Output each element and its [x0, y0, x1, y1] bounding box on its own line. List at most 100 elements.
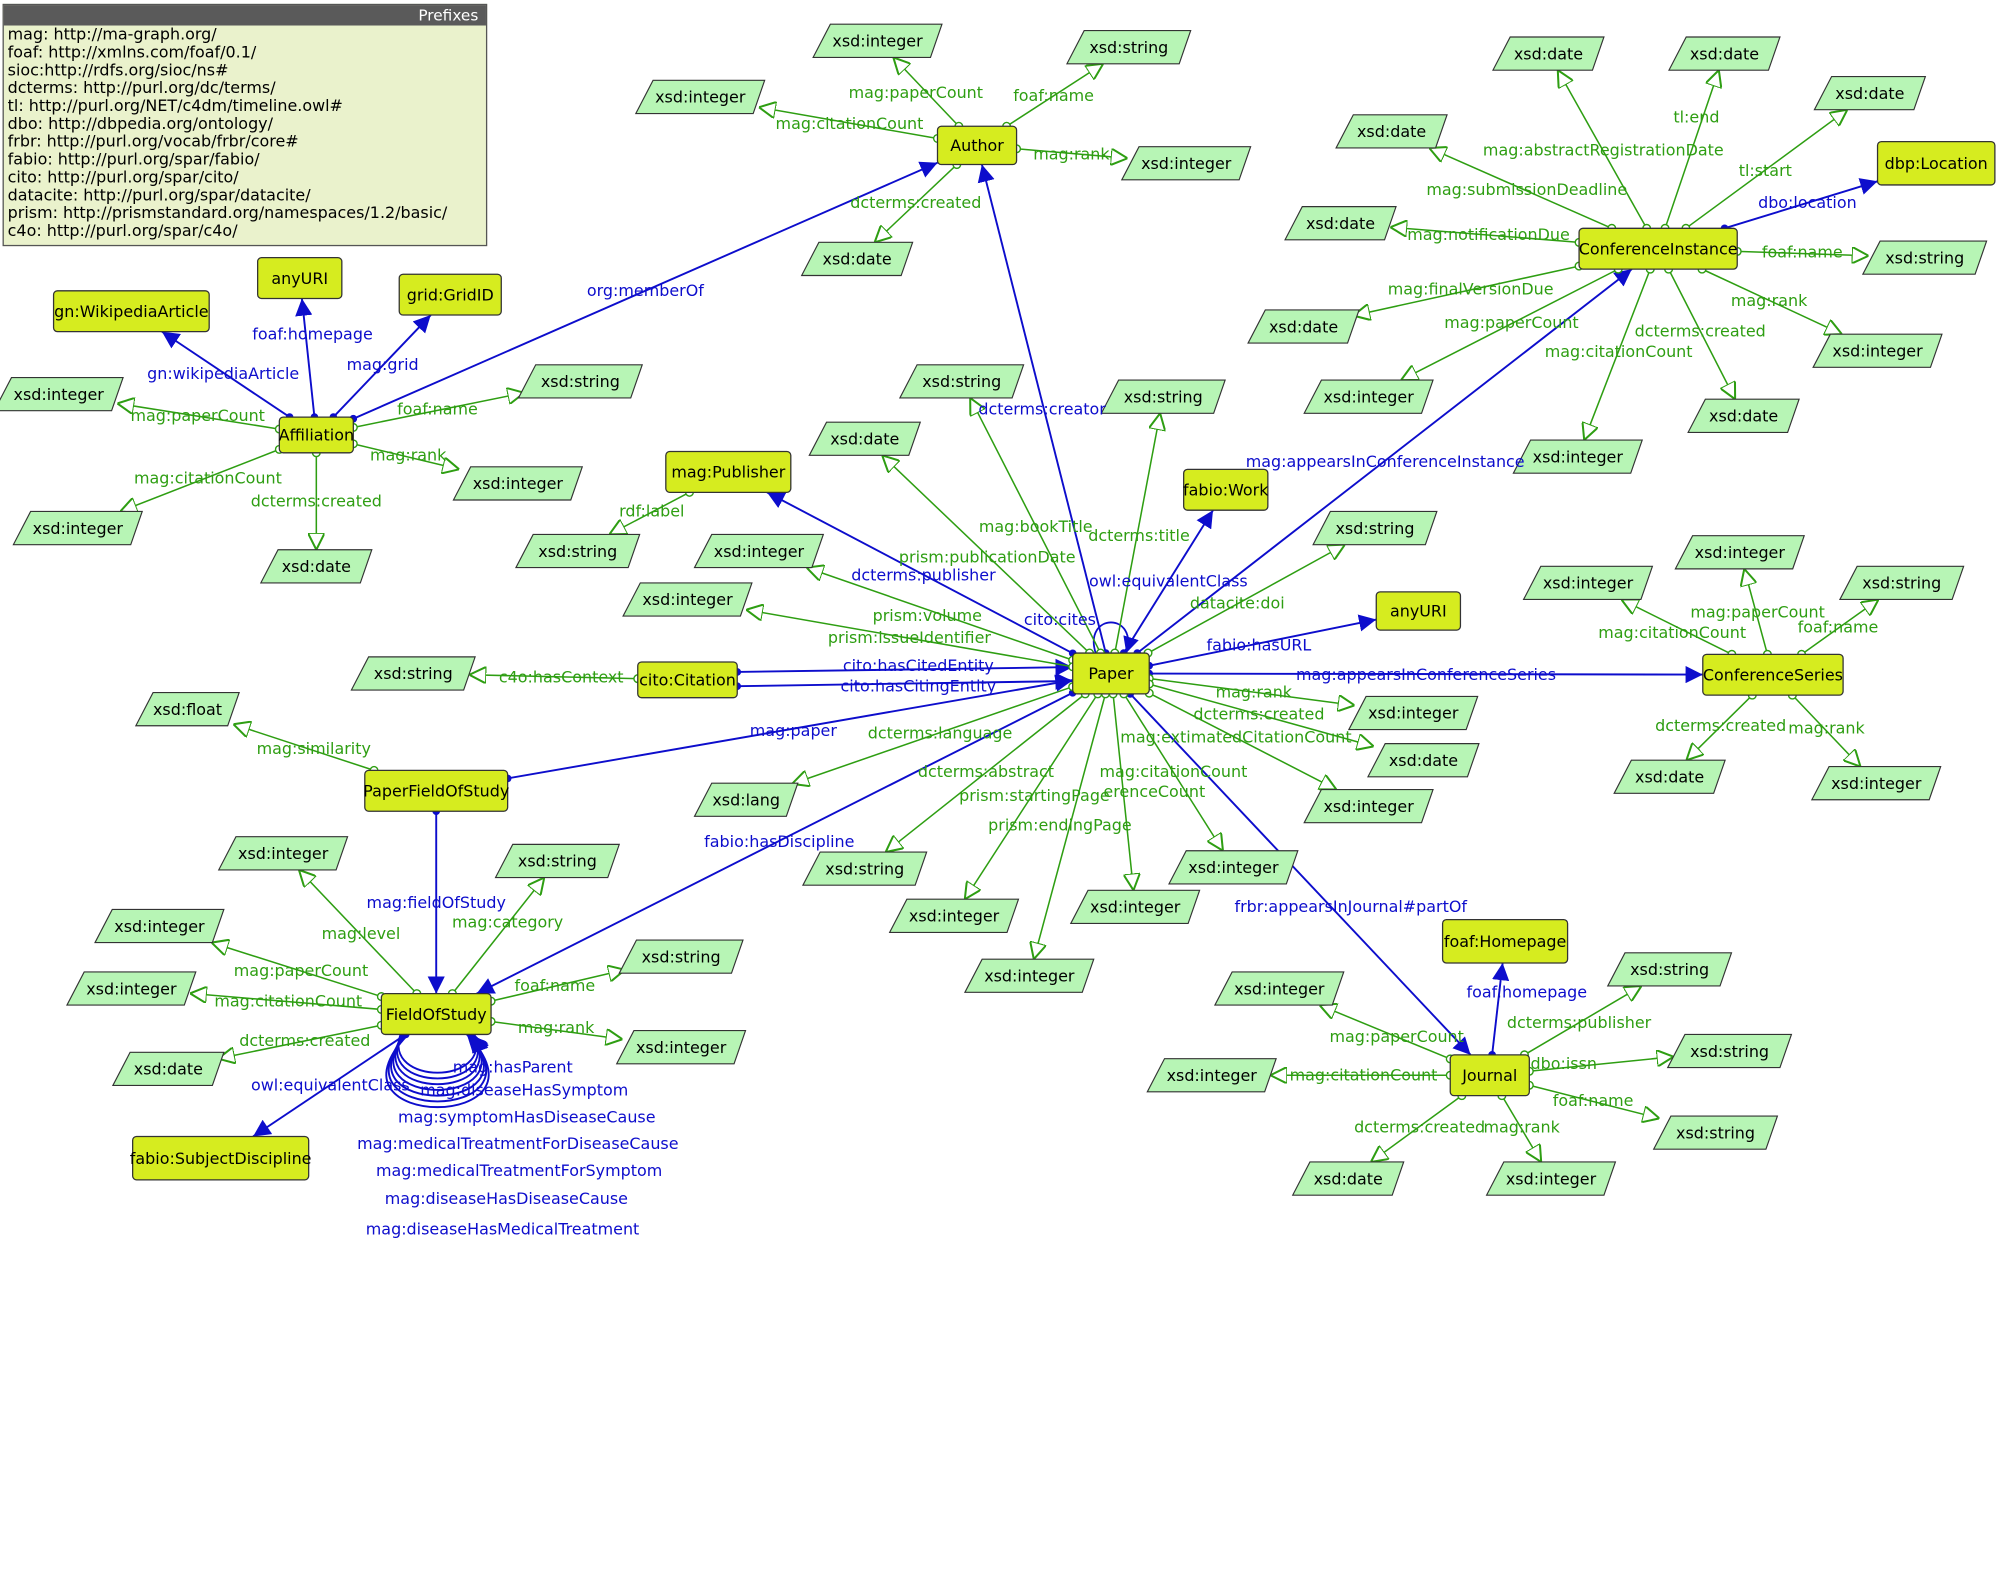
literal-node-l_pa_volume[interactable]: xsd:integer	[693, 533, 825, 569]
literal-node-l_ci_abs[interactable]: xsd:date	[1492, 36, 1605, 71]
literal-node-l_au_rank[interactable]: xsd:integer	[1120, 146, 1252, 181]
literal-node-l_pa_title[interactable]: xsd:string	[1100, 379, 1226, 414]
literal-node-shape	[259, 549, 373, 584]
literal-node-l_cs_rank[interactable]: xsd:integer	[1810, 766, 1942, 801]
literal-node-l_pa_startpage[interactable]: xsd:integer	[888, 898, 1020, 933]
literal-node-l_af_name[interactable]: xsd:string	[517, 364, 644, 399]
literal-node-l_pub_label[interactable]: xsd:string	[514, 533, 641, 569]
literal-node-l_ci_end[interactable]: xsd:date	[1668, 36, 1781, 71]
literal-node-l_au_name[interactable]: xsd:string	[1066, 30, 1192, 65]
literal-node-l_au_cc[interactable]: xsd:integer	[634, 79, 766, 115]
literal-node-l_pa_booktitle[interactable]: xsd:string	[898, 364, 1025, 399]
literal-node-l_au_created[interactable]: xsd:date	[800, 241, 914, 277]
literal-node-l_pa_rank[interactable]: xsd:integer	[1347, 695, 1479, 731]
literal-node-shape	[1100, 379, 1226, 414]
literal-node-l_ci_notif[interactable]: xsd:date	[1284, 206, 1397, 241]
literal-node-l_pa_created[interactable]: xsd:date	[1367, 743, 1480, 778]
node-label: gn:WikipediaArticle	[54, 302, 208, 321]
edge-line-10	[737, 658, 1073, 676]
literal-node-l_pfos_sim[interactable]: xsd:float	[134, 692, 240, 727]
edge-line-56	[1401, 268, 1619, 380]
edge-line-34	[1114, 413, 1160, 654]
literal-node-l_jo_issn[interactable]: xsd:string	[1666, 1033, 1793, 1069]
literal-node-l_pa_lang[interactable]: xsd:lang	[693, 782, 799, 817]
class-node-wiki_article[interactable]: gn:WikipediaArticle	[52, 290, 210, 333]
class-node-author[interactable]: Author	[936, 125, 1018, 166]
literal-node-l_pa_cc[interactable]: xsd:integer	[1069, 889, 1201, 925]
literal-node-l_cs_pc[interactable]: xsd:integer	[1674, 535, 1806, 570]
class-node-journal[interactable]: Journal	[1449, 1054, 1530, 1097]
node-label: xsd:integer	[1141, 154, 1232, 173]
edge-label-52: mag:notificationDue	[1407, 225, 1570, 244]
literal-node-l_cs_cc[interactable]: xsd:integer	[1522, 565, 1654, 601]
literal-node-l_ci_name[interactable]: xsd:string	[1861, 240, 1988, 275]
class-node-box	[1072, 652, 1150, 695]
literal-node-l_fs_created[interactable]: xsd:date	[111, 1051, 225, 1087]
class-node-publisher[interactable]: mag:Publisher	[665, 450, 792, 493]
edge-label-56: mag:paperCount	[1444, 313, 1578, 332]
literal-node-l_pa_abstract[interactable]: xsd:string	[801, 851, 928, 886]
class-node-foaf_homepage[interactable]: foaf:Homepage	[1441, 918, 1569, 964]
literal-node-l_af_rank[interactable]: xsd:integer	[452, 466, 584, 501]
literal-node-l_af_pc[interactable]: xsd:integer	[0, 376, 124, 412]
literal-node-l_jo_rank[interactable]: xsd:integer	[1485, 1161, 1617, 1196]
literal-node-l_pa_endpage[interactable]: xsd:integer	[963, 958, 1095, 993]
edge-line-40	[1149, 683, 1373, 746]
literal-node-l_cit_ctx[interactable]: xsd:string	[350, 656, 476, 691]
literal-node-l_ci_cc[interactable]: xsd:integer	[1512, 439, 1644, 474]
literal-node-l_jo_name[interactable]: xsd:string	[1652, 1115, 1779, 1150]
literal-node-l_fs_cat[interactable]: xsd:string	[494, 843, 621, 879]
edge-line-41	[1148, 692, 1336, 789]
literal-node-l_ci_rank[interactable]: xsd:integer	[1812, 333, 1943, 368]
literal-node-l_ci_start[interactable]: xsd:date	[1813, 75, 1927, 111]
class-node-box	[665, 450, 792, 493]
literal-node-l_pa_issue[interactable]: xsd:integer	[622, 582, 753, 617]
class-node-affiliation[interactable]: Affiliation	[279, 416, 354, 454]
literal-node-l_fs_level[interactable]: xsd:integer	[217, 836, 349, 871]
class-node-paper_fos[interactable]: PaperFieldOfStudy	[363, 769, 509, 812]
literal-node-l_cs_name[interactable]: xsd:string	[1838, 565, 1965, 601]
literal-node-shape	[634, 79, 766, 115]
class-node-subject_discipline[interactable]: fabio:SubjectDiscipline	[130, 1135, 312, 1181]
literal-node-l_fs_pc[interactable]: xsd:integer	[94, 908, 225, 944]
literal-node-l_af_created[interactable]: xsd:date	[259, 549, 373, 584]
prefixes-panel: Prefixes mag: http://ma-graph.org/foaf: …	[2, 3, 488, 247]
literal-node-l_jo_pc[interactable]: xsd:integer	[1213, 971, 1345, 1006]
edge-label-27: foaf:name	[397, 400, 478, 419]
class-node-dbp_location[interactable]: dbp:Location	[1876, 140, 1996, 186]
literal-node-l_fs_name[interactable]: xsd:string	[618, 939, 744, 974]
literal-node-l_ci_created[interactable]: xsd:date	[1687, 398, 1800, 433]
class-node-any_uri_paper[interactable]: anyURI	[1375, 591, 1462, 631]
literal-node-l_fs_rank[interactable]: xsd:integer	[615, 1030, 747, 1065]
literal-node-l_jo_created[interactable]: xsd:date	[1291, 1161, 1405, 1196]
literal-node-l_pa_pubdate[interactable]: xsd:date	[808, 421, 922, 456]
class-node-paper[interactable]: Paper	[1072, 652, 1150, 695]
literal-node-l_pa_doi[interactable]: xsd:string	[1312, 510, 1438, 546]
literal-node-l_cs_created[interactable]: xsd:date	[1613, 759, 1726, 794]
literal-node-shape	[1522, 565, 1654, 601]
edge-label-29: dcterms:created	[251, 491, 382, 510]
literal-node-l_af_cc[interactable]: xsd:integer	[12, 510, 144, 546]
literal-node-l_fs_cc[interactable]: xsd:integer	[66, 971, 197, 1006]
class-node-fabio_work[interactable]: fabio:Work	[1183, 468, 1269, 511]
class-node-conf_instance[interactable]: ConferenceInstance	[1578, 227, 1738, 270]
node-label: foaf:Homepage	[1444, 932, 1566, 951]
class-node-grid_id[interactable]: grid:GridID	[398, 273, 502, 316]
class-node-conf_series[interactable]: ConferenceSeries	[1702, 653, 1844, 696]
literal-node-shape	[134, 692, 240, 727]
class-node-any_uri_aff[interactable]: anyURI	[257, 257, 343, 300]
literal-node-l_pa_refc[interactable]: xsd:integer	[1168, 850, 1299, 885]
edge-label-21: mag:paperCount	[849, 83, 983, 102]
literal-node-l_ci_final[interactable]: xsd:date	[1247, 309, 1360, 344]
literal-node-l_pa_ecc[interactable]: xsd:integer	[1303, 788, 1434, 824]
literal-node-l_jo_cc[interactable]: xsd:integer	[1146, 1058, 1277, 1093]
class-node-field_of_study[interactable]: FieldOfStudy	[380, 992, 492, 1036]
literal-node-l_ci_pc[interactable]: xsd:integer	[1303, 379, 1434, 414]
literal-node-l_au_pc[interactable]: xsd:integer	[812, 23, 943, 58]
class-node-citation[interactable]: cito:Citation	[637, 661, 738, 699]
literal-node-l_ci_sub[interactable]: xsd:date	[1335, 114, 1448, 149]
node-label: xsd:string	[922, 372, 1001, 391]
literal-node-l_jo_publisher[interactable]: xsd:string	[1606, 952, 1733, 987]
literal-node-shape	[1146, 1058, 1277, 1093]
edge-line-74	[1501, 1095, 1541, 1162]
